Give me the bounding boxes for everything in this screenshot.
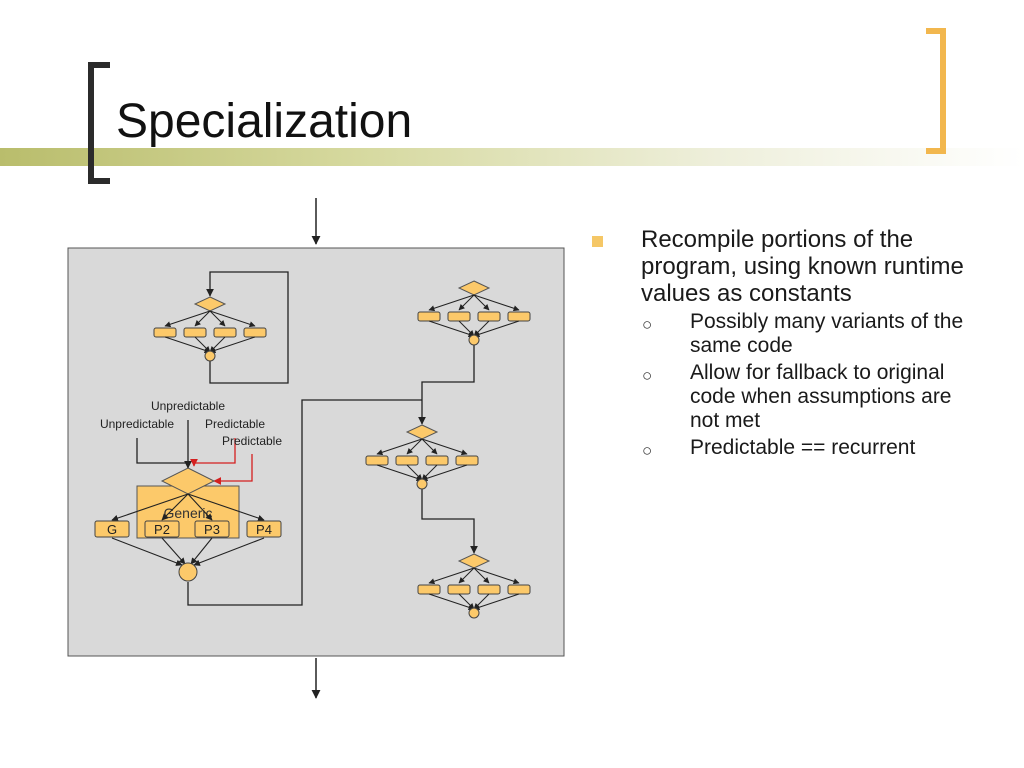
loop-block-box (213, 327, 237, 338)
variant-label-p2: P2 (154, 522, 170, 537)
right-middle-block-merge-node (416, 478, 428, 490)
loop-block-merge-node (204, 350, 216, 362)
right-top-block-merge-node (468, 334, 480, 346)
right-top-block-box (507, 311, 531, 322)
bullet-square-marker (592, 236, 603, 247)
sub-bullet: ○ Possibly many variants of the same cod… (592, 310, 972, 358)
edge-generic-to-middle (187, 399, 422, 606)
variant-merge-edge (111, 537, 183, 566)
right-top-block-merge-edge (428, 320, 475, 338)
variant-box-p4 (246, 520, 282, 538)
predictable-right-arrow (190, 438, 236, 467)
right-bottom-block-box (477, 584, 501, 595)
sub-bullet-text: Predictable == recurrent (690, 436, 916, 459)
variant-box-g (94, 520, 130, 538)
right-top-block-branch (428, 294, 475, 312)
predictable-lower-arrow (213, 454, 253, 485)
generic-branch (187, 493, 213, 521)
label-predictable-lower: Predictable (222, 434, 282, 448)
right-middle-block-box (455, 455, 479, 466)
right-top-block-box (417, 311, 441, 322)
slide-title: Specialization (116, 95, 413, 148)
generic-branch (161, 493, 189, 521)
right-bottom-block-branch (473, 567, 490, 584)
right-middle-block-merge-edge (421, 464, 468, 482)
loop-block-merge-edge (164, 336, 211, 354)
program-panel (67, 247, 565, 657)
circle-bullet-icon: ○ (642, 441, 653, 460)
right-middle-block-branch (421, 438, 468, 456)
right-bottom-block-merge-edge (428, 593, 475, 611)
sub-bullet: ○ Allow for fallback to original code wh… (592, 361, 972, 433)
loop-block-merge-edge (194, 336, 211, 353)
right-middle-block-branch (376, 438, 423, 456)
right-bottom-block-branch (428, 567, 475, 585)
loop-block-box (243, 327, 267, 338)
right-top-block-box (447, 311, 471, 322)
variant-label-p4: P4 (256, 522, 272, 537)
edge-right-top-to-middle (418, 340, 475, 425)
loop-block-box (183, 327, 207, 338)
label-unpredictable-left: Unpredictable (100, 417, 174, 431)
loop-back-edge (206, 271, 289, 384)
sub-bullet-text: Possibly many variants of the same code (690, 310, 964, 357)
sub-bullet-text: Allow for fallback to original code when… (690, 361, 952, 432)
bullet-main-text: Recompile portions of the program, using… (641, 226, 964, 307)
circle-bullet-icon: ○ (642, 315, 653, 334)
right-top-block-branch (458, 294, 475, 311)
generic-label: Generic (163, 505, 212, 521)
right-bottom-block-branch (473, 567, 520, 585)
variant-box-p3 (194, 520, 230, 538)
title-underline-bar (0, 148, 1024, 166)
right-top-block-merge-edge (458, 320, 475, 337)
generic-branch (187, 493, 265, 522)
right-top-block-branch (473, 294, 490, 311)
loop-block-box (153, 327, 177, 338)
loop-block-branch (194, 310, 211, 327)
variant-merge-edge (161, 537, 186, 565)
bullet-main: Recompile portions of the program, using… (592, 226, 972, 307)
variant-label-p3: P3 (204, 522, 220, 537)
label-unpredictable-top: Unpredictable (151, 399, 225, 413)
loop-block-branch (164, 310, 211, 328)
right-middle-block-merge-edge (406, 464, 423, 481)
title-right-bracket (926, 28, 946, 154)
right-bottom-block-box (417, 584, 441, 595)
right-middle-block-box (365, 455, 389, 466)
right-middle-block-branch (406, 438, 423, 455)
right-bottom-block-box (447, 584, 471, 595)
loop-block-merge-edge (209, 336, 256, 354)
sub-bullet: ○ Predictable == recurrent (592, 436, 972, 460)
label-predictable-right: Predictable (205, 417, 265, 431)
right-bottom-block-box (507, 584, 531, 595)
right-middle-block-branch (421, 438, 438, 455)
loop-block-branch (209, 310, 256, 328)
right-bottom-block-merge-edge (473, 593, 520, 611)
variant-merge-edge (190, 537, 213, 565)
bullet-list: Recompile portions of the program, using… (592, 226, 972, 460)
title-left-bracket (88, 62, 110, 184)
generic-branch (111, 493, 189, 522)
right-bottom-block-branch (458, 567, 475, 584)
right-middle-block-box (425, 455, 449, 466)
generic-merge-node (178, 562, 198, 582)
right-bottom-block-merge-edge (458, 593, 475, 610)
right-top-block-merge-edge (473, 320, 520, 338)
edge-middle-to-bottom (421, 487, 478, 554)
variant-label-g: G (107, 522, 117, 537)
circle-bullet-icon: ○ (642, 366, 653, 385)
right-bottom-block-merge-node (468, 607, 480, 619)
right-top-block-branch (473, 294, 520, 312)
variant-box-p2 (144, 520, 180, 538)
right-top-block-box (477, 311, 501, 322)
variant-merge-edge (193, 537, 265, 566)
right-middle-block-merge-edge (376, 464, 423, 482)
right-middle-block-box (395, 455, 419, 466)
loop-block-branch (209, 310, 226, 327)
